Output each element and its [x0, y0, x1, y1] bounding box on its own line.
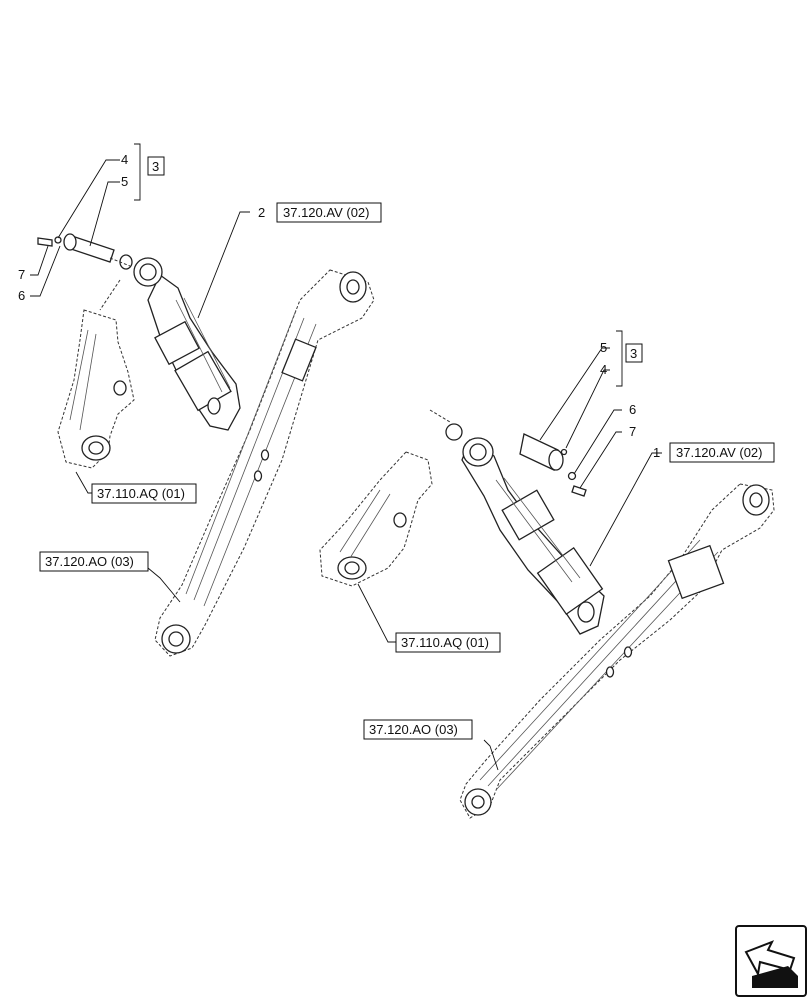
callout-7-right: 7	[629, 424, 636, 439]
ref-av-right[interactable]: 37.120.AV (02)	[669, 442, 775, 463]
group-box-left: 3	[147, 156, 165, 176]
callouts: 4 5 7 6 2 5 4 6 7 1	[18, 152, 660, 460]
group-box-left-label: 3	[152, 159, 159, 174]
reference-boxes: 37.120.AV (02) 37.120.AV (02) 37.110.AQ …	[39, 202, 775, 740]
ref-aq-right-label: 37.110.AQ (01)	[401, 635, 489, 650]
ref-ao-left[interactable]: 37.120.AO (03)	[39, 551, 149, 572]
ref-aq-left-label: 37.110.AQ (01)	[97, 486, 185, 501]
callout-1: 1	[653, 445, 660, 460]
pin-kit-left	[37, 233, 131, 311]
callout-5-right: 5	[600, 340, 607, 355]
callout-2: 2	[258, 205, 265, 220]
lift-bracket-right	[319, 451, 433, 587]
stabiliser-left	[119, 254, 241, 431]
left-assembly	[30, 143, 375, 657]
ref-av-left[interactable]: 37.120.AV (02)	[276, 202, 382, 223]
ref-ao-right-label: 37.120.AO (03)	[369, 722, 458, 737]
group-box-right: 3	[625, 343, 643, 363]
callout-7-left: 7	[18, 267, 25, 282]
group-box-right-label: 3	[630, 346, 637, 361]
ref-av-left-label: 37.120.AV (02)	[283, 205, 369, 220]
callout-5-left: 5	[121, 174, 128, 189]
ref-av-right-label: 37.120.AV (02)	[676, 445, 762, 460]
leaders-left	[30, 143, 250, 603]
right-assembly	[319, 330, 775, 819]
navigation-arrow-icon[interactable]	[735, 925, 807, 997]
callout-6-right: 6	[629, 402, 636, 417]
lift-bracket-left	[57, 309, 135, 469]
ref-aq-left[interactable]: 37.110.AQ (01)	[91, 483, 197, 504]
callout-4-left: 4	[121, 152, 128, 167]
lower-link-arm-left	[154, 269, 375, 657]
stabiliser-right	[429, 409, 605, 635]
ref-ao-right[interactable]: 37.120.AO (03)	[363, 719, 473, 740]
ref-aq-right[interactable]: 37.110.AQ (01)	[395, 632, 501, 653]
callout-4-right: 4	[600, 362, 607, 377]
group-boxes: 3 3	[147, 156, 643, 363]
pin-kit-right	[519, 433, 587, 497]
leaders-right	[357, 330, 662, 771]
ref-ao-left-label: 37.120.AO (03)	[45, 554, 134, 569]
lower-link-arm-right	[459, 483, 775, 819]
callout-6-left: 6	[18, 288, 25, 303]
